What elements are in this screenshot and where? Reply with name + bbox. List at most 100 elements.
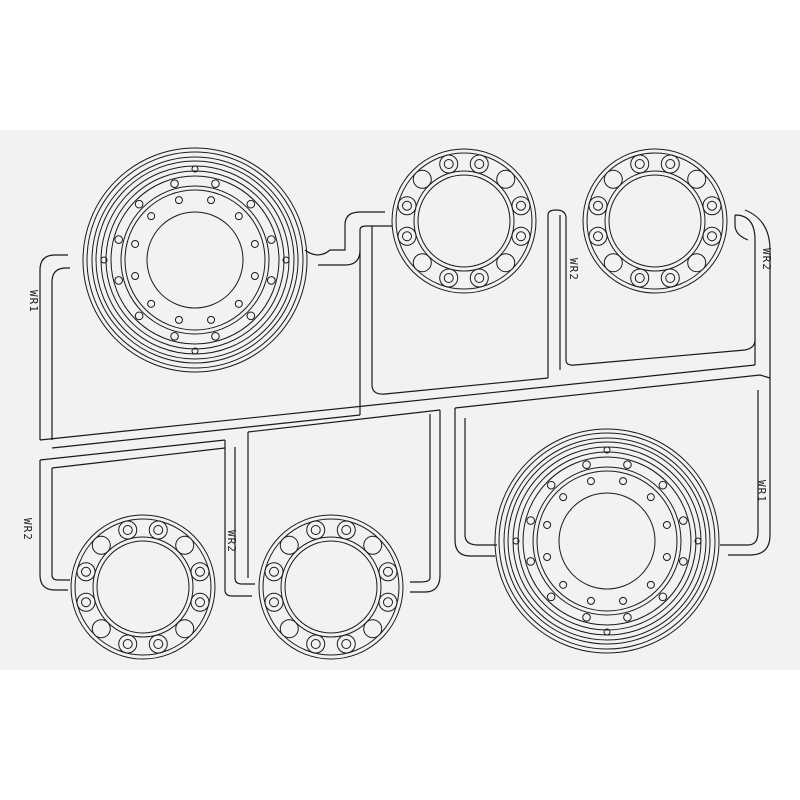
lug-boss-hole xyxy=(402,200,413,211)
lug-boss xyxy=(630,154,650,174)
lug-hole xyxy=(526,557,535,566)
ring-inner xyxy=(96,540,190,634)
rim-ring xyxy=(100,165,290,355)
lug-boss xyxy=(363,535,383,555)
lug-boss-hole xyxy=(593,200,604,211)
rim-ring xyxy=(110,175,280,345)
lug-boss xyxy=(511,226,531,246)
lug-boss-hole xyxy=(382,597,393,608)
lug-boss-hole xyxy=(122,638,133,649)
bolt-hole xyxy=(586,477,595,486)
bolt-hole xyxy=(234,212,243,221)
lug-hole xyxy=(679,557,688,566)
tag-left-top: WR1 xyxy=(27,290,40,313)
lug-boss xyxy=(412,169,432,189)
ring-outer xyxy=(586,152,724,290)
lug-ring-2 xyxy=(582,148,728,294)
rim-inner-ring xyxy=(124,189,266,331)
wheel-rim-2 xyxy=(494,428,720,654)
rim-ring xyxy=(105,170,285,350)
lug-boss-hole xyxy=(194,566,205,577)
lug-boss-hole xyxy=(194,597,205,608)
rim-ring xyxy=(512,446,702,636)
bolt-hole xyxy=(207,196,216,205)
runner-upper-right xyxy=(547,209,756,378)
lug-boss xyxy=(603,253,623,273)
lug-boss xyxy=(660,268,680,288)
lug-boss xyxy=(336,520,356,540)
rim-ring xyxy=(498,432,716,650)
valve-dot xyxy=(512,537,520,545)
ring-outer xyxy=(258,514,404,660)
rim-ring xyxy=(91,156,299,364)
bolt-hole xyxy=(619,477,628,486)
lug-hole xyxy=(134,311,144,321)
lug-boss xyxy=(148,634,168,654)
runner-top-connector xyxy=(304,211,549,395)
lug-hole xyxy=(546,480,556,490)
lug-boss-hole xyxy=(443,272,454,283)
bolt-hole xyxy=(619,596,628,605)
rim-ring xyxy=(494,428,720,654)
lug-boss-hole xyxy=(341,525,352,536)
lug-boss xyxy=(439,154,459,174)
ring-outer xyxy=(582,148,728,294)
bolt-hole xyxy=(131,272,140,281)
valve-dot xyxy=(603,446,611,454)
valve-dot xyxy=(191,165,199,173)
lug-boss xyxy=(687,253,707,273)
lug-boss xyxy=(378,562,398,582)
lug-hole xyxy=(679,516,688,525)
bolt-hole xyxy=(131,239,140,248)
bolt-hole xyxy=(586,596,595,605)
lug-boss-hole xyxy=(310,638,321,649)
lug-boss xyxy=(264,592,284,612)
lug-hole xyxy=(582,613,591,622)
lug-boss xyxy=(469,154,489,174)
runner-frame-right xyxy=(734,209,771,379)
lug-hole xyxy=(246,199,256,209)
bolt-hole xyxy=(662,520,671,529)
lug-boss xyxy=(148,520,168,540)
lug-boss-hole xyxy=(665,159,676,170)
lug-hole xyxy=(267,235,276,244)
bolt-hole xyxy=(662,553,671,562)
ring-inner xyxy=(280,536,382,638)
lug-ring-1 xyxy=(391,148,537,294)
lug-hole xyxy=(582,460,591,469)
lug-hole xyxy=(658,592,668,602)
lug-hole xyxy=(170,179,179,188)
lug-boss xyxy=(469,268,489,288)
lug-hole xyxy=(623,613,632,622)
ring-inner xyxy=(417,174,511,268)
rim-ring xyxy=(82,147,308,373)
lug-boss xyxy=(264,562,284,582)
valve-dot xyxy=(603,628,611,636)
ring-outer xyxy=(70,514,216,660)
lug-boss-hole xyxy=(474,272,485,283)
ring-outer xyxy=(262,518,400,656)
lug-boss xyxy=(660,154,680,174)
lug-hole xyxy=(211,332,220,341)
tag-left-bottom: WR2 xyxy=(21,518,34,541)
tag-right-bottom: WR1 xyxy=(755,480,768,503)
ring-outer xyxy=(391,148,537,294)
runner-left-top xyxy=(39,254,70,440)
ring-inner xyxy=(92,536,194,638)
lug-boss xyxy=(588,196,608,216)
bolt-hole xyxy=(559,580,568,589)
tag-right-top: WR2 xyxy=(760,248,773,271)
tag-mid-top: WR2 xyxy=(567,258,580,281)
lug-boss xyxy=(687,169,707,189)
lug-ring-3 xyxy=(70,514,216,660)
rim-ring xyxy=(517,451,697,631)
lug-boss xyxy=(439,268,459,288)
runner-center xyxy=(359,390,441,593)
ring-inner xyxy=(284,540,378,634)
lug-boss xyxy=(118,634,138,654)
lug-boss-hole xyxy=(706,200,717,211)
runner-main-mid xyxy=(247,374,761,433)
hub-bore xyxy=(146,211,244,309)
lug-boss-hole xyxy=(706,231,717,242)
valve-dot xyxy=(191,347,199,355)
